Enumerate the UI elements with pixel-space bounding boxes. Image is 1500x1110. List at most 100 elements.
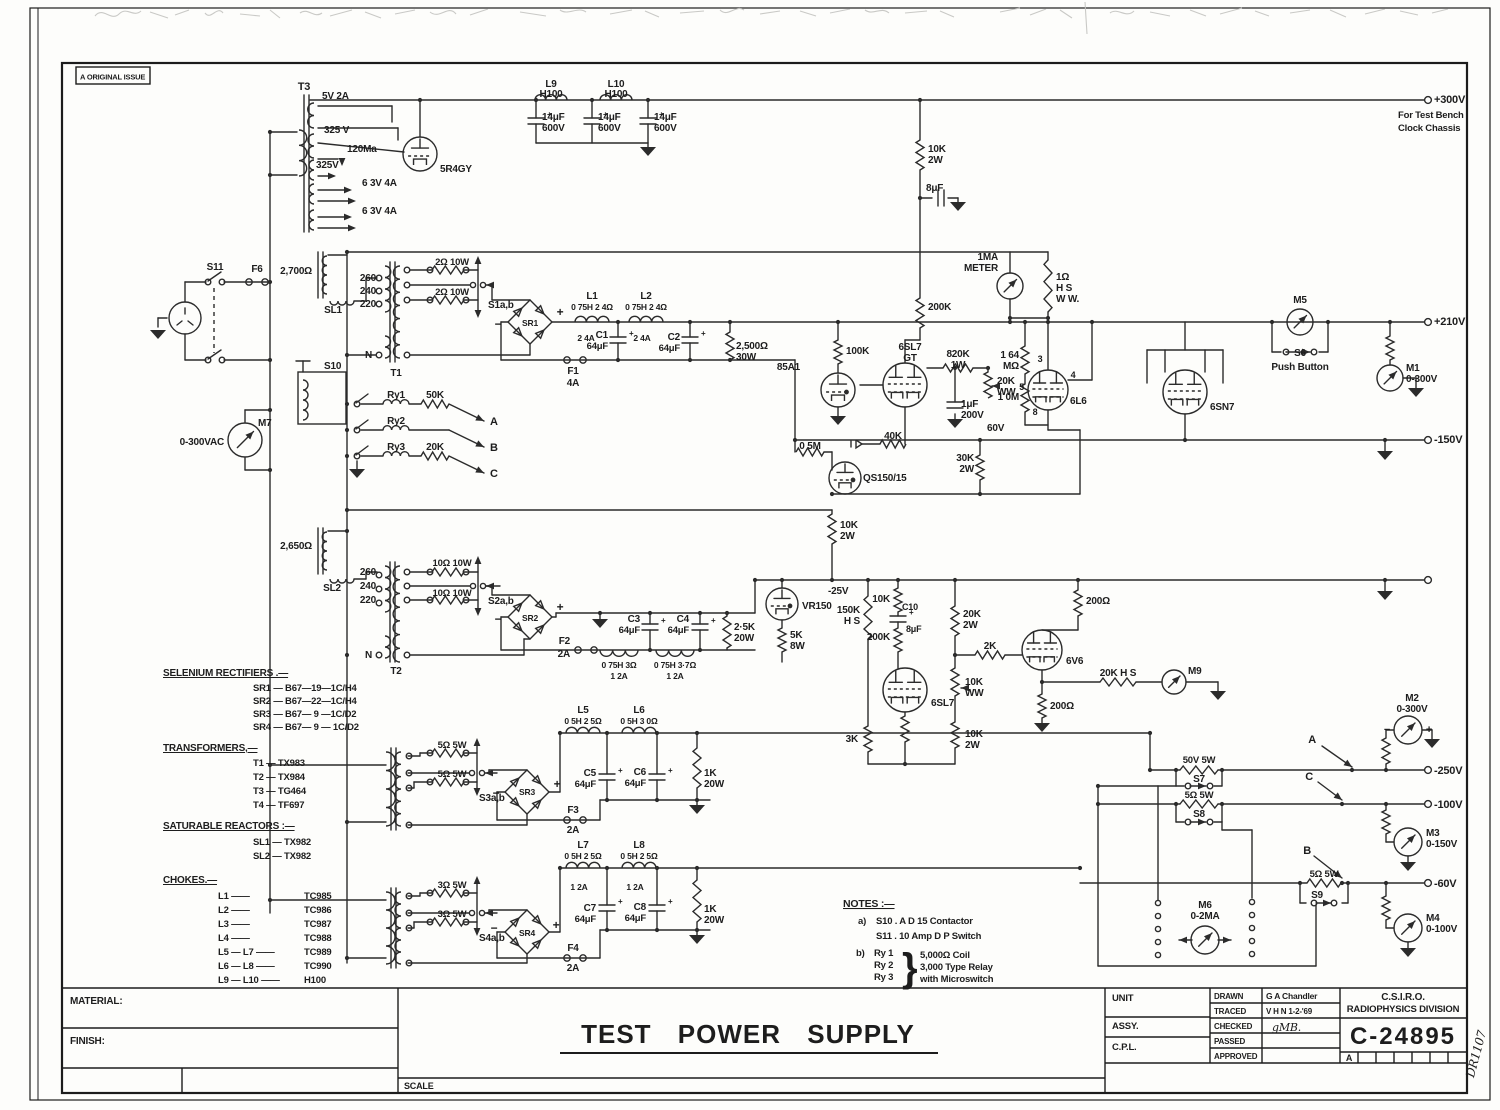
junction-dot [1077, 865, 1083, 871]
drawing-title: TEST POWER SUPPLY [581, 1019, 915, 1049]
label-r10k-mid-w: 2W [840, 531, 855, 542]
assy-label: ASSY. [1112, 1021, 1138, 1032]
switch-contact [218, 356, 226, 364]
winding-coil [308, 209, 315, 231]
drawing-number: C-24895 [1350, 1023, 1456, 1050]
gas-dot [850, 477, 856, 483]
label-tube-85a1: 85A1 [777, 362, 801, 373]
resistor [1019, 345, 1031, 375]
label-r150k-hs: H S [844, 616, 861, 627]
rotary-contact [1154, 899, 1162, 907]
ground-icon [640, 147, 656, 156]
junction-dot [1039, 679, 1045, 685]
label-c14-2: 14μF [598, 112, 621, 123]
bridge-sr2 [507, 594, 553, 640]
title-block: MATERIAL: FINISH: SCALE TEST POWER SUPPL… [70, 991, 1489, 1091]
arrowhead-icon [1223, 936, 1231, 944]
junction-dot [835, 319, 841, 325]
arrowhead-icon [1179, 936, 1187, 944]
choke-coil [599, 649, 639, 658]
tap-contact [375, 300, 383, 308]
junction-dot [977, 491, 983, 497]
junction-dot [1007, 315, 1013, 321]
terminal [1423, 317, 1433, 327]
label-sr3: SR3 [519, 787, 535, 797]
winding-coil [392, 265, 401, 359]
label-f2: F2 [559, 636, 571, 647]
cap-plus: + [547, 110, 552, 119]
resistor [942, 362, 974, 374]
label-r25k: 2·5K [734, 622, 756, 633]
terminal [1423, 765, 1433, 775]
choke-row-value: TC985 [304, 891, 332, 902]
label-t1-220: 220 [360, 299, 377, 310]
switch-contact [426, 889, 434, 897]
finish-label: FINISH: [70, 1036, 105, 1047]
label-r10m: 1 0M [998, 392, 1019, 403]
ground-icon [947, 419, 963, 428]
label-r10k-top: 10K [928, 144, 947, 155]
winding-coil [308, 183, 315, 205]
unit-label: UNIT [1112, 993, 1134, 1004]
rotary-contact [1248, 937, 1256, 945]
choke-coil [599, 94, 633, 101]
label-s3ab: S3a,b [479, 793, 505, 804]
switch-contact [1206, 818, 1214, 826]
label-r10k2w-b-w: 2W [965, 740, 980, 751]
fuse-icon [579, 356, 587, 364]
junction-dot [344, 249, 350, 255]
resistor [1019, 383, 1031, 413]
ground-icon [950, 202, 966, 211]
contact [469, 281, 477, 289]
label-sl2: SL2 [323, 583, 341, 594]
junction-dot [694, 865, 700, 871]
input-connector [168, 301, 202, 335]
junction-dot [267, 279, 273, 285]
rotary-contact [1154, 938, 1162, 946]
winding-coil [385, 891, 396, 965]
switch-contact [1310, 348, 1318, 356]
ground-icon [1400, 862, 1416, 871]
resistor [420, 398, 450, 410]
arrowhead-icon [1323, 899, 1331, 907]
tube-cathode [412, 158, 428, 166]
arrowhead-icon [474, 556, 482, 564]
label-c8: C8 [634, 902, 647, 913]
junction-dot [1383, 767, 1389, 773]
junction-dot [1339, 801, 1345, 807]
resistor [431, 566, 465, 578]
resistor [974, 454, 986, 481]
switch-contact [353, 400, 361, 408]
label-c14-3: 14μF [654, 112, 677, 123]
junction-dot [589, 97, 595, 103]
contact [468, 769, 476, 777]
choke-row-name: L2 —— [218, 905, 250, 916]
rotary-contact [1248, 950, 1256, 958]
label-l1-amp: 2 4A [577, 333, 594, 343]
schematic-artwork: ++++++++++++ [62, 94, 1467, 1093]
winding-coil [298, 129, 308, 177]
label-t2-r2: 10Ω 10W [433, 588, 472, 599]
label-rail-300: +300V [1434, 94, 1466, 106]
junction-dot [267, 357, 273, 363]
resistor [431, 887, 465, 899]
notes-item: S11 . 10 Amp D P Switch [876, 931, 982, 942]
junction-dot [1387, 319, 1393, 325]
cap-plus: + [629, 329, 634, 338]
tube-envelope [820, 372, 856, 408]
rotary-contact [1154, 951, 1162, 959]
notes-header: NOTES :— [843, 898, 895, 910]
junction-dot [1182, 437, 1188, 443]
resistor [776, 627, 788, 653]
label-rail-m100: -100V [1434, 799, 1463, 811]
label-tap-a: A [490, 416, 498, 428]
choke-row-value: TC990 [304, 961, 332, 972]
switch-contact [353, 452, 361, 460]
label-r20khs: 20K H S [1100, 668, 1137, 679]
label-r200-bot: 200Ω [1050, 701, 1074, 712]
choke-row-name: L3 —— [218, 919, 250, 930]
switch-contact [426, 778, 434, 786]
choke-coil [329, 300, 355, 306]
label-rail-m250: -250V [1434, 765, 1463, 777]
junction-dot [267, 129, 273, 135]
